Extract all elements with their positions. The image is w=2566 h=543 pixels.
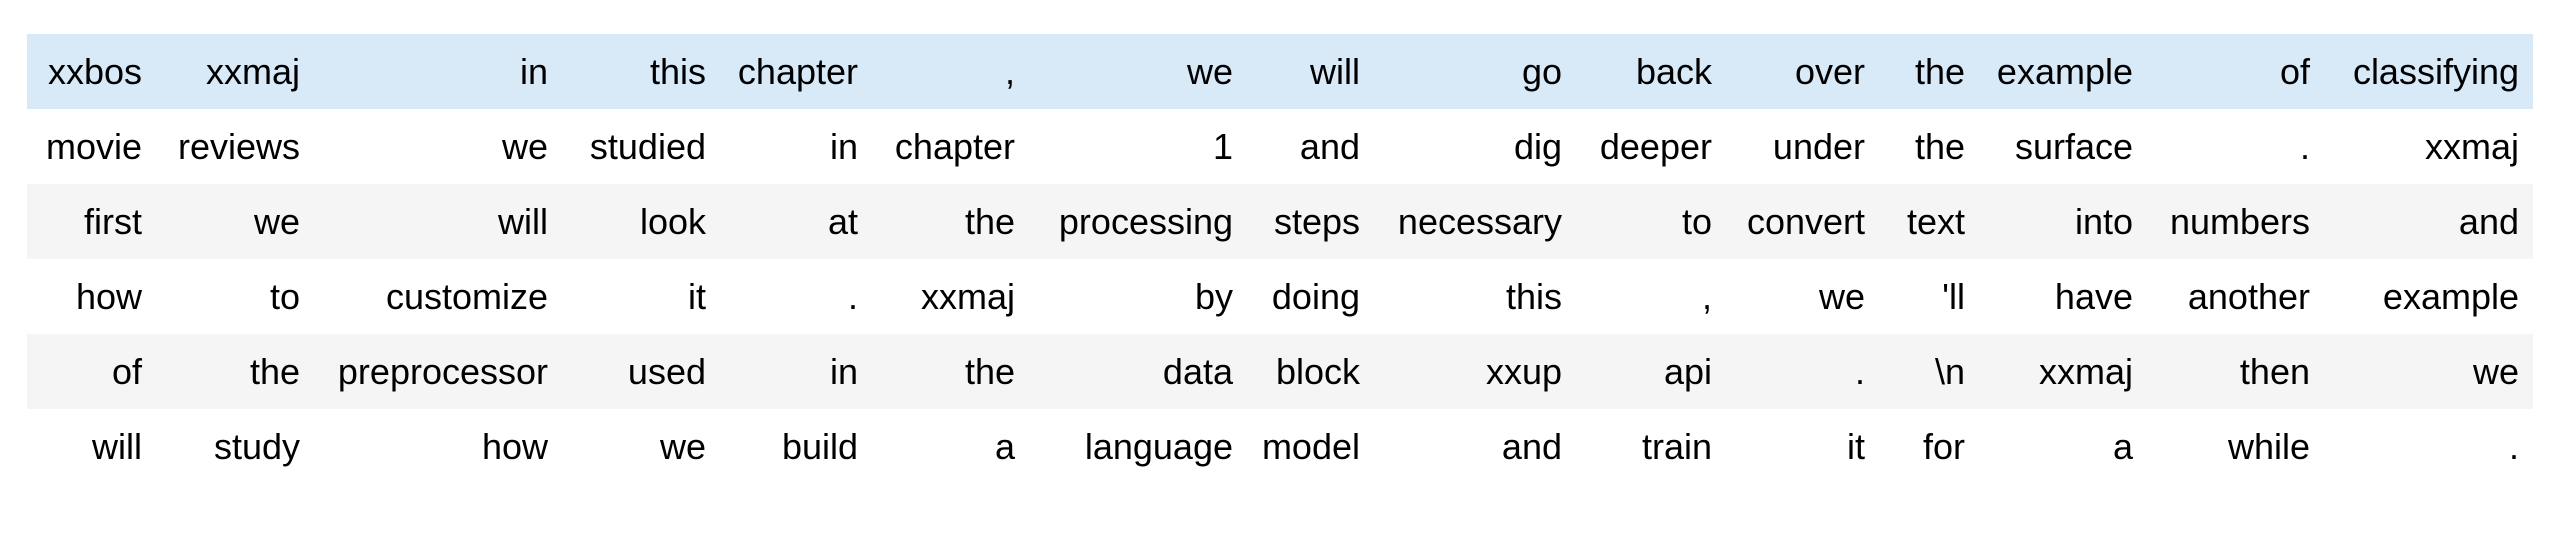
token-cell: have <box>2054 275 2133 317</box>
token-cell: it <box>688 275 706 317</box>
token-cell: we <box>501 125 548 167</box>
token-cell: will <box>1310 50 1360 92</box>
token-cell: and <box>1501 425 1562 467</box>
token-cell: at <box>827 200 858 242</box>
token-cell: the <box>1914 50 1965 92</box>
token-cell: how <box>481 425 548 467</box>
token-cell: 1 <box>1212 125 1233 167</box>
token-cell: surface <box>2014 125 2133 167</box>
token-cell: necessary <box>1397 200 1562 242</box>
token-cell: for <box>1922 425 1965 467</box>
token-cell: look <box>639 200 706 242</box>
token-cell: we <box>659 425 706 467</box>
token-cell: the <box>1914 125 1965 167</box>
token-cell: to <box>269 275 300 317</box>
token-cell: of <box>2279 50 2310 92</box>
token-cell: a <box>994 425 1015 467</box>
table-row: will study how we build a language model and trai… <box>27 409 2533 484</box>
token-cell: build <box>781 425 858 467</box>
token-cell: xxmaj <box>2038 350 2133 392</box>
token-cell: , <box>1701 275 1712 317</box>
token-cell: over <box>1794 50 1865 92</box>
token-cell: 'll <box>1942 275 1965 317</box>
table-row: xxbos xxmaj in this chapter, we will go back over… <box>27 34 2533 109</box>
token-cell: convert <box>1746 200 1865 242</box>
token-cell: in <box>829 350 858 392</box>
token-cell: the <box>964 350 1015 392</box>
token-cell: preprocessor <box>337 350 548 392</box>
token-cell: . <box>2299 125 2310 167</box>
token-cell: xxmaj <box>2424 125 2519 167</box>
token-cell: of <box>111 350 142 392</box>
token-cell: in <box>519 50 548 92</box>
token-cell: processing <box>1058 200 1233 242</box>
token-table: xxbos xxmaj in this chapter, we will go back over… <box>27 34 2533 484</box>
token-cell: then <box>2239 350 2310 392</box>
token-cell: we <box>2472 350 2519 392</box>
token-cell: this <box>1505 275 1562 317</box>
token-cell: numbers <box>2169 200 2310 242</box>
token-cell: chapter <box>894 125 1015 167</box>
token-cell: deeper <box>1599 125 1712 167</box>
token-cell: we <box>1186 50 1233 92</box>
token-cell: \n <box>1934 350 1965 392</box>
token-cell: first <box>84 200 142 242</box>
token-cell: example <box>2382 275 2519 317</box>
token-cell: xxmaj <box>920 275 1015 317</box>
token-cell: and <box>1299 125 1360 167</box>
token-cell: example <box>1996 50 2133 92</box>
token-cell: customize <box>385 275 548 317</box>
token-cell: data <box>1162 350 1233 392</box>
token-cell: it <box>1847 425 1865 467</box>
token-cell: a <box>2112 425 2133 467</box>
token-cell: the <box>964 200 1015 242</box>
token-cell: . <box>847 275 858 317</box>
token-cell: will <box>498 200 548 242</box>
token-cell: in <box>829 125 858 167</box>
table-row: first we will look at the processing steps neces… <box>27 184 2533 259</box>
token-cell: classifying <box>2352 50 2519 92</box>
token-cell: reviews <box>177 125 300 167</box>
token-cell: to <box>1681 200 1712 242</box>
token-cell: movie <box>45 125 142 167</box>
token-cell: . <box>1854 350 1865 392</box>
token-cell: , <box>1004 50 1015 92</box>
token-cell: we <box>253 200 300 242</box>
token-cell: steps <box>1273 200 1360 242</box>
token-cell: api <box>1663 350 1712 392</box>
token-cell: and <box>2458 200 2519 242</box>
token-cell: study <box>213 425 300 467</box>
token-cell: used <box>627 350 706 392</box>
token-cell: xxbos <box>47 50 142 92</box>
token-cell: will <box>92 425 142 467</box>
token-cell: back <box>1635 50 1712 92</box>
token-cell: this <box>649 50 706 92</box>
token-cell: doing <box>1271 275 1360 317</box>
token-cell: go <box>1521 50 1562 92</box>
token-cell: model <box>1261 425 1360 467</box>
token-cell: dig <box>1513 125 1562 167</box>
table-row: of the preprocessor used in the data block xxup a… <box>27 334 2533 409</box>
token-cell: studied <box>589 125 706 167</box>
token-cell: xxmaj <box>205 50 300 92</box>
token-cell: text <box>1906 200 1965 242</box>
token-cell: . <box>2508 425 2519 467</box>
token-cell: by <box>1194 275 1233 317</box>
token-cell: block <box>1275 350 1360 392</box>
token-cell: train <box>1641 425 1712 467</box>
token-table-body: xxbos xxmaj in this chapter, we will go back over… <box>27 34 2533 484</box>
token-cell: while <box>2227 425 2310 467</box>
token-cell: the <box>249 350 300 392</box>
token-cell: another <box>2187 275 2310 317</box>
token-cell: xxup <box>1485 350 1562 392</box>
token-cell: how <box>75 275 142 317</box>
token-cell: language <box>1084 425 1233 467</box>
token-cell: into <box>2074 200 2133 242</box>
token-cell: under <box>1772 125 1865 167</box>
token-cell: we <box>1818 275 1865 317</box>
token-cell: chapter <box>737 50 858 92</box>
